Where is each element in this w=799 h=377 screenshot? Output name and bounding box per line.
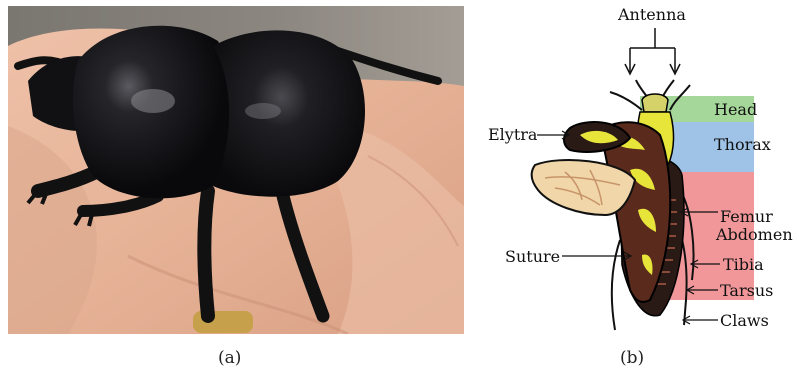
label-femur: Femur	[720, 207, 773, 226]
label-elytra: Elytra	[488, 125, 538, 144]
label-thorax: Thorax	[714, 135, 771, 154]
label-suture: Suture	[505, 247, 560, 266]
beetle-anatomy-diagram: Antenna Head Thorax Elytra Femur Abdomen…	[470, 0, 799, 345]
label-antenna: Antenna	[617, 5, 686, 24]
label-tarsus: Tarsus	[720, 281, 773, 300]
beetle-photo	[8, 6, 464, 334]
beetle-head	[642, 94, 668, 112]
caption-a: (a)	[218, 348, 241, 368]
label-claws: Claws	[720, 311, 769, 330]
label-tibia: Tibia	[723, 255, 764, 274]
label-head: Head	[714, 100, 757, 119]
antenna-bracket	[625, 28, 680, 74]
beetle-wing	[532, 160, 635, 215]
label-abdomen: Abdomen	[715, 225, 793, 244]
caption-b: (b)	[620, 348, 644, 368]
